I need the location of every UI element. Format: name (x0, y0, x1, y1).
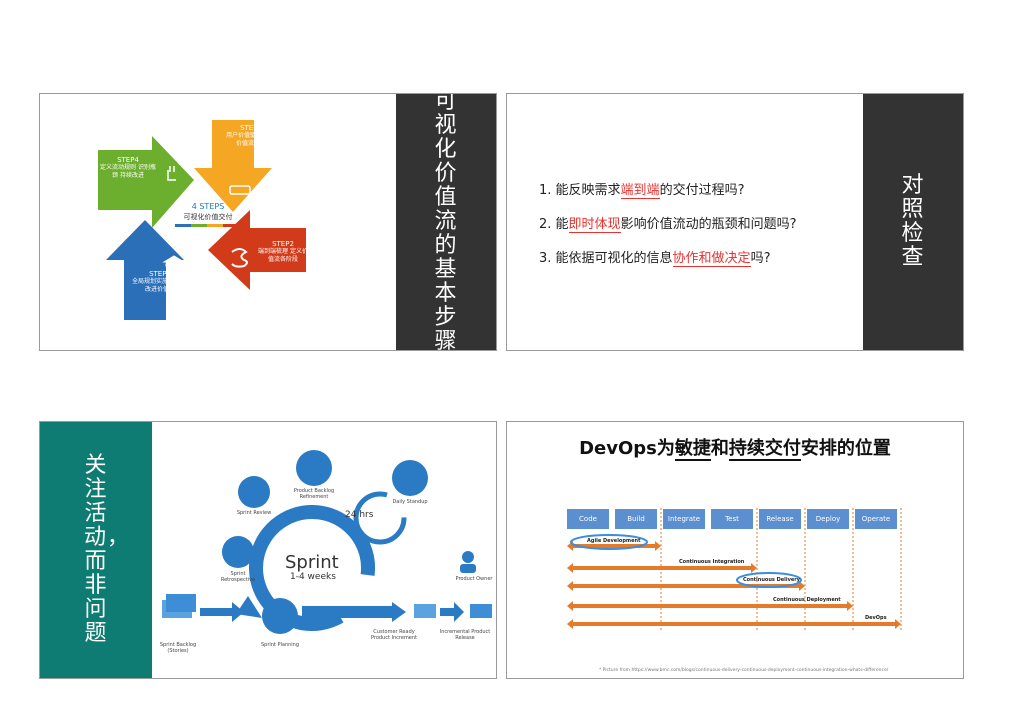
step1-arrow (194, 120, 272, 212)
stage-release: Release (759, 509, 801, 529)
label-retro: Sprint Retrospective (220, 571, 256, 583)
stage-build: Build (615, 509, 657, 529)
label-release: Incremental Product Release (439, 629, 491, 641)
review-icon (238, 476, 270, 508)
label-review: Sprint Review (236, 510, 272, 516)
step1-label: STEP1 用户价值驱动 识别价值流起止 (226, 124, 276, 147)
slide2-title-bar: 对照检查 (863, 94, 963, 350)
slide1-title-bar: 可视化价值流的基本步骤 (396, 94, 496, 350)
label-planning: Sprint Planning (260, 642, 300, 648)
label-refinement: Product Backlog Refinement (293, 488, 335, 500)
check-item-1: 1. 能反映需求端到端的交付过程吗? (539, 183, 745, 199)
step3-arrow (106, 220, 184, 320)
slide1-title: 可视化价值流的基本步骤 (434, 93, 458, 351)
four-steps-diagram (98, 120, 306, 320)
bar-deployment: Continuous Deployment (773, 597, 841, 603)
bar-agile: Agile Development (587, 538, 641, 544)
picture-credit: * Picture from https://www.bmc.com/blogs… (599, 668, 889, 673)
institution-icon (162, 255, 186, 274)
slide3-title: 关注活动，而非问题 (84, 453, 131, 646)
planning-icon (262, 598, 298, 634)
bar-ci: Continuous Integration (679, 559, 745, 565)
slide4-title: DevOps为敏捷和持续交付安排的位置 (579, 438, 891, 461)
check-item-3: 3. 能依据可视化的信息协作和做决定吗? (539, 251, 771, 267)
daily-hours: 24 hrs (345, 510, 374, 520)
release-icon (470, 604, 492, 618)
steps-center-label: 4 STEPS 可视化价值交付 (183, 202, 233, 221)
stage-deploy: Deploy (807, 509, 849, 529)
sprint-label: Sprint (285, 552, 339, 573)
slide-sprint: 关注活动，而非问题 Sprint 1-4 weeks 24 hrs Sprint… (39, 421, 497, 679)
stage-test: Test (711, 509, 753, 529)
bar-cd: Continuous Delivery (743, 577, 800, 583)
step4-label: STEP4 定义流动规则 识别瓶颈 持续改进 (100, 156, 156, 179)
daily-loop (353, 491, 407, 545)
label-increment: Customer Ready Product Increment (370, 629, 418, 641)
flow-bar (302, 606, 392, 618)
slide-checklist: 1. 能反映需求端到端的交付过程吗? 2. 能即时体现影响价值流动的瓶颈和问题吗… (506, 93, 964, 351)
check-item-2: 2. 能即时体现影响价值流动的瓶颈和问题吗? (539, 217, 797, 233)
slide2-title: 对照检查 (901, 173, 925, 270)
label-owner: Product Owner (455, 576, 493, 582)
slide-value-stream-steps: STEP1 用户价值驱动 识别价值流起止 STEP2 端到端梳理 定义价值流各阶… (39, 93, 497, 351)
step2-label: STEP2 端到端梳理 定义价值流各阶段 (258, 240, 308, 263)
standup-icon (392, 460, 428, 496)
road-icon (231, 248, 248, 268)
retro-icon (222, 536, 254, 568)
label-backlog: Sprint Backlog (Stories) (159, 642, 197, 654)
devops-lanes (567, 508, 902, 630)
increment-icon (414, 604, 436, 618)
slide-devops: DevOps为敏捷和持续交付安排的位置 Code Build Integrate… (506, 421, 964, 679)
refinement-icon (296, 450, 332, 486)
label-standup: Daily Standup (392, 499, 428, 505)
stage-code: Code (567, 509, 609, 529)
plug-icon (167, 166, 176, 181)
stage-operate: Operate (855, 509, 897, 529)
step2-arrow (208, 210, 306, 290)
step4-arrow (98, 136, 194, 228)
sprint-diagram (162, 450, 492, 634)
bar-devops: DevOps (865, 615, 887, 621)
owner-icon (462, 551, 474, 563)
stage-integrate: Integrate (663, 509, 705, 529)
slide3-title-bar: 关注活动，而非问题 (40, 422, 152, 678)
ticket-icon (229, 185, 251, 195)
sprint-duration: 1-4 weeks (290, 572, 336, 582)
step3-label: STEP3 全局规划实施 跟踪并改进价值流 (132, 270, 188, 293)
